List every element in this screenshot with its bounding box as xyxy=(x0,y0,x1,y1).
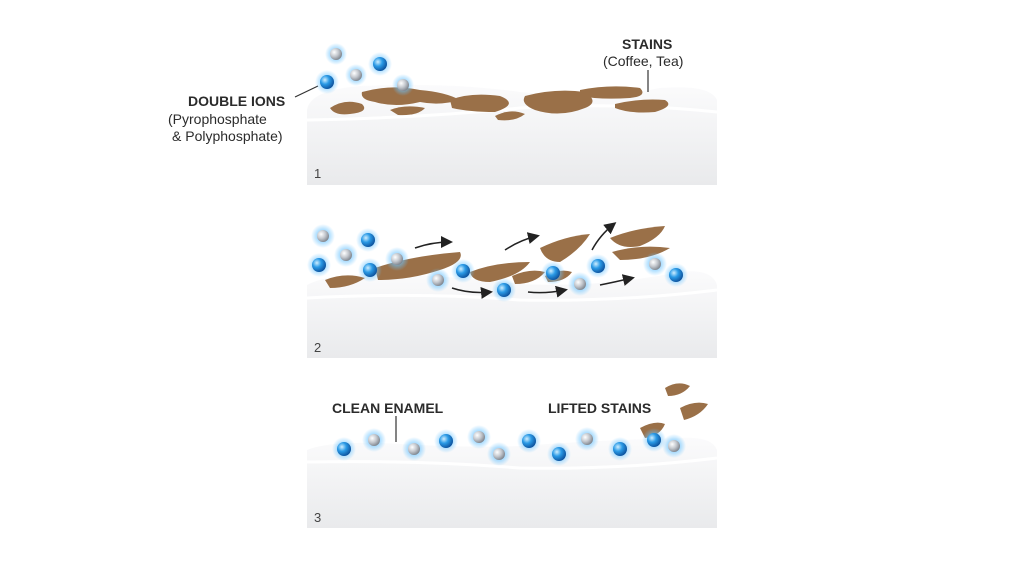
silver-ion xyxy=(391,253,403,265)
blue-ion xyxy=(312,258,326,272)
clean-enamel-label: CLEAN ENAMEL xyxy=(332,400,444,416)
lifting-stains xyxy=(325,226,670,288)
step-number-3: 3 xyxy=(314,510,322,525)
double-ions-sub-1: (Pyrophosphate xyxy=(168,111,267,127)
silver-ion xyxy=(432,274,444,286)
silver-ion xyxy=(581,433,593,445)
silver-ion xyxy=(649,258,661,270)
stain-patches xyxy=(330,86,669,121)
double-ions-group-3 xyxy=(332,425,686,466)
blue-ion xyxy=(337,442,351,456)
stains-sub: (Coffee, Tea) xyxy=(603,53,684,69)
step-number-2: 2 xyxy=(314,340,322,355)
blue-ion xyxy=(439,434,453,448)
silver-ion xyxy=(317,230,329,242)
silver-ion xyxy=(473,431,485,443)
silver-ion xyxy=(574,278,586,290)
blue-ion xyxy=(669,268,683,282)
blue-ion xyxy=(647,433,661,447)
silver-ion xyxy=(668,440,680,452)
panel-3-enamel xyxy=(306,437,718,528)
panel-1-enamel xyxy=(306,84,718,185)
blue-ion xyxy=(522,434,536,448)
double-ions-group-2 xyxy=(307,224,688,302)
double-ions-sub-2: & Polyphosphate) xyxy=(172,128,283,144)
panel-2-enamel xyxy=(306,222,718,358)
double-ions-label: DOUBLE IONS xyxy=(188,93,286,109)
blue-ion xyxy=(361,233,375,247)
motion-arrows xyxy=(414,222,635,299)
lifted-stains-label: LIFTED STAINS xyxy=(548,400,652,416)
blue-ion xyxy=(546,266,560,280)
silver-ion xyxy=(408,443,420,455)
blue-ion xyxy=(613,442,627,456)
silver-ion xyxy=(493,448,505,460)
stains-label: STAINS xyxy=(622,36,673,52)
silver-ion xyxy=(340,249,352,261)
blue-ion xyxy=(363,263,377,277)
blue-ion xyxy=(591,259,605,273)
double-ions-group-1 xyxy=(315,43,414,96)
step-number-1: 1 xyxy=(314,166,322,181)
blue-ion xyxy=(456,264,470,278)
silver-ion xyxy=(368,434,380,446)
blue-ion xyxy=(497,283,511,297)
blue-ion xyxy=(552,447,566,461)
